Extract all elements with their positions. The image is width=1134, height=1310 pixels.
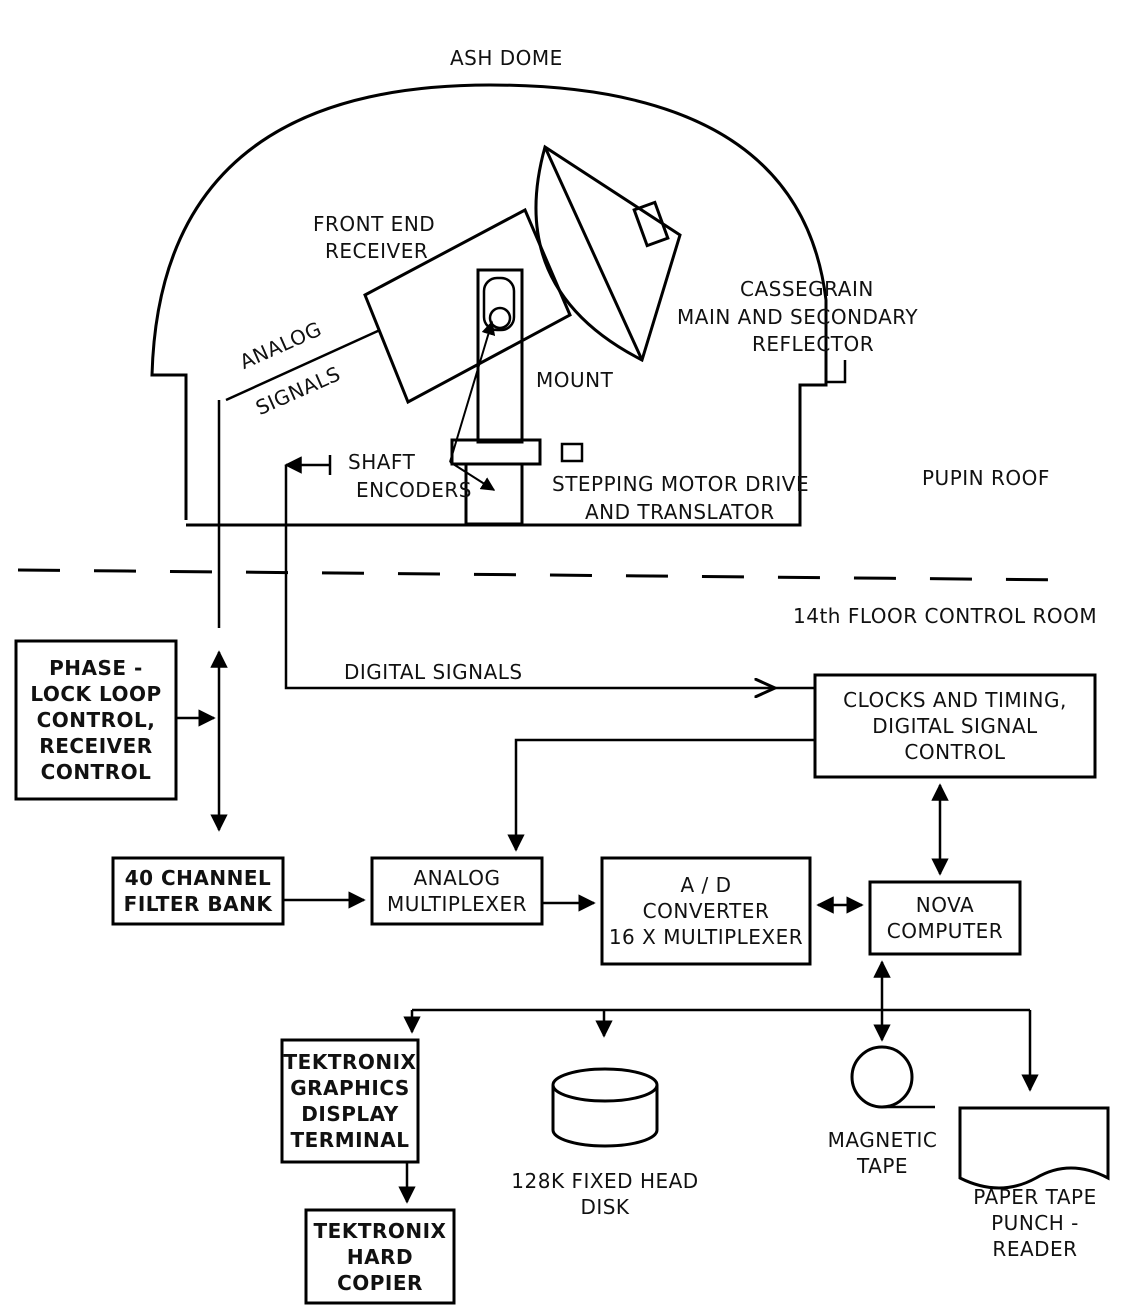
filter-bank-line-2: FILTER BANK (123, 892, 273, 916)
ad-converter-line-2: CONVERTER (642, 899, 770, 923)
clocks-line-1: CLOCKS AND TIMING, (843, 688, 1067, 712)
ad-converter-line-3: 16 X MULTIPLEXER (608, 925, 804, 949)
tektronix-graphics-box (280, 1038, 420, 1164)
phase-lock-line-5: CONTROL (40, 760, 152, 784)
fixed-head-disk (551, 1067, 659, 1148)
mag-tape-line-1: MAGNETIC (827, 1128, 938, 1152)
pupin-roof-label: PUPIN ROOF (922, 466, 1050, 490)
filter-bank-text: 40 CHANNEL FILTER BANK (113, 858, 283, 924)
front-end-label-2: RECEIVER (325, 239, 429, 263)
tek-graphics-text: TEKTRONIX GRAPHICS DISPLAY TERMINAL (282, 1040, 418, 1162)
paper-tape-line-1: PAPER TAPE (973, 1185, 1097, 1209)
front-end-receiver (363, 207, 572, 405)
disk-line-2: DISK (580, 1195, 630, 1219)
stepping-motor-label-2: AND TRANSLATOR (585, 500, 775, 524)
ad-converter-text: A / D CONVERTER 16 X MULTIPLEXER (602, 858, 810, 964)
nova-line-2: COMPUTER (886, 919, 1004, 943)
phase-lock-line-2: LOCK LOOP (30, 682, 162, 706)
analog-mux-line-1: ANALOG (413, 866, 501, 890)
analog-mux-line-2: MULTIPLEXER (387, 892, 527, 916)
stepping-motor-block (560, 442, 584, 463)
nova-line-1: NOVA (915, 893, 975, 917)
phase-lock-line-1: PHASE - (49, 656, 143, 680)
analog-mux-text: ANALOG MULTIPLEXER (372, 858, 542, 924)
tek-graphics-line-3: DISPLAY (301, 1102, 399, 1126)
mag-tape-label: MAGNETIC TAPE (800, 1124, 965, 1182)
paper-tape-shape (958, 1106, 1110, 1190)
tek-graphics-line-2: GRAPHICS (290, 1076, 410, 1100)
paper-tape-line-3: READER (992, 1237, 1078, 1261)
ash-dome-label: ASH DOME (450, 46, 563, 70)
paper-tape-line-2: PUNCH - (991, 1211, 1079, 1235)
clocks-line-2: DIGITAL SIGNAL (872, 714, 1038, 738)
clocks-text: CLOCKS AND TIMING, DIGITAL SIGNAL CONTRO… (815, 675, 1095, 777)
tek-copier-line-3: COPIER (337, 1270, 423, 1295)
mag-tape-line-2: TAPE (856, 1154, 909, 1178)
encoders-label: ENCODERS (356, 478, 472, 502)
cassegrain-dish (534, 144, 682, 363)
filter-bank-line-1: 40 CHANNEL (124, 866, 272, 890)
stepping-motor-label-1: STEPPING MOTOR DRIVE (552, 472, 810, 496)
ad-converter-line-1: A / D (680, 873, 732, 897)
cassegrain-label-3: REFLECTOR (752, 332, 875, 356)
tek-copier-line-1: TEKTRONIX (313, 1218, 447, 1243)
control-room-label: 14th FLOOR CONTROL ROOM (793, 604, 1098, 628)
phase-lock-text: PHASE - LOCK LOOP CONTROL, RECEIVER CONT… (16, 641, 176, 799)
shaft-label: SHAFT (348, 450, 416, 474)
tektronix-copier-box (304, 1208, 456, 1305)
floor-divider (17, 568, 1071, 582)
ad-converter-box (600, 856, 812, 966)
tek-copier-line-2: HARD (346, 1244, 414, 1269)
phase-lock-line-3: CONTROL, (36, 708, 156, 732)
clocks-timing-box (813, 673, 1097, 779)
ash-dome-outline (150, 83, 828, 527)
cassegrain-label-1: CASSEGRAIN (740, 277, 874, 301)
paper-tape-label: PAPER TAPE PUNCH - READER (960, 1178, 1110, 1268)
mount-label: MOUNT (536, 368, 614, 392)
tek-copier-text: TEKTRONIX HARD COPIER (306, 1210, 454, 1303)
clocks-line-3: CONTROL (904, 740, 1006, 764)
filter-bank-box (111, 856, 285, 926)
phase-lock-line-4: RECEIVER (39, 734, 153, 758)
tek-graphics-line-1: TEKTRONIX (283, 1050, 417, 1074)
nova-text: NOVA COMPUTER (870, 882, 1020, 954)
magnetic-tape-reel (850, 1045, 935, 1109)
digital-signals-label: DIGITAL SIGNALS (344, 660, 523, 684)
disk-label: 128K FIXED HEAD DISK (490, 1164, 720, 1224)
mount-pillar (476, 268, 524, 444)
cassegrain-label-2: MAIN AND SECONDARY (677, 305, 919, 329)
disk-line-1: 128K FIXED HEAD (511, 1169, 699, 1193)
nova-computer-box (868, 880, 1022, 956)
front-end-label-1: FRONT END (313, 212, 436, 236)
analog-mux-box (370, 856, 544, 926)
phase-lock-box (14, 639, 178, 801)
tek-graphics-line-4: TERMINAL (290, 1128, 410, 1152)
